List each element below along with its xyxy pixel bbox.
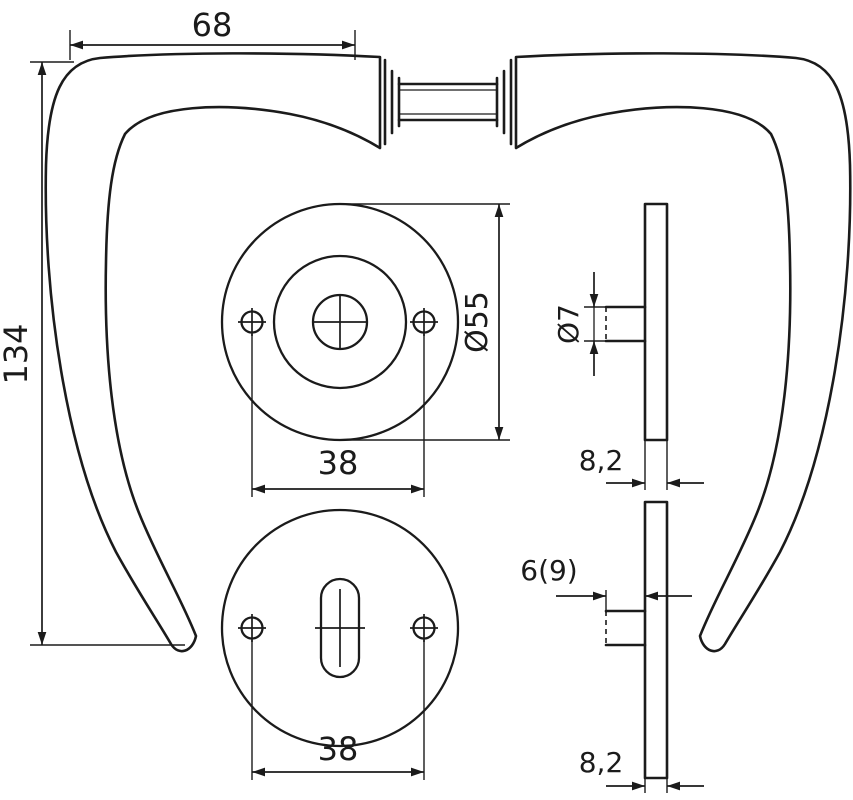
dim-label-screw-spacing-lower: 38 [318, 730, 359, 768]
dim-label-handle-height: 134 [0, 323, 35, 384]
lower-rosette-outer-circle [220, 508, 460, 748]
dim-label-pin-diameter: Ø7 [552, 304, 585, 344]
handle-left [44, 52, 401, 653]
upper-rosette-plate [643, 202, 669, 442]
upper-rosette-side-view [604, 202, 669, 442]
lower-rosette-plate [643, 500, 669, 780]
dim-label-rosette-thickness-lower: 8,2 [579, 746, 624, 779]
dim-label-rosette-diameter: Ø55 [460, 291, 495, 353]
dim-handle-width: 68 [69, 6, 356, 60]
dim-label-screw-spacing-upper: 38 [318, 444, 359, 482]
lower-rosette-side-view [604, 500, 669, 780]
dim-label-pin-length: 6(9) [520, 554, 577, 587]
dim-rosette-thickness-upper: 8,2 [579, 440, 704, 490]
dim-rosette-diameter: Ø55 [346, 203, 510, 441]
dim-rosette-thickness-lower: 8,2 [579, 746, 704, 793]
upper-rosette-spindle-hole [311, 293, 369, 351]
dim-handle-height: 134 [0, 61, 185, 646]
upper-rosette-outer-circle [220, 202, 460, 442]
dim-screw-spacing-lower: 38 [251, 640, 425, 780]
upper-rosette [220, 202, 460, 442]
dim-pin-length: 6(9) [520, 554, 692, 613]
handle-left-shape [44, 52, 401, 653]
dim-pin-diameter: Ø7 [552, 272, 608, 376]
spindle [397, 82, 499, 122]
dim-label-rosette-thickness-upper: 8,2 [579, 444, 624, 477]
upper-rosette-middle-circle [272, 254, 408, 390]
lower-rosette [220, 508, 460, 748]
dim-label-handle-width: 68 [192, 6, 233, 44]
dim-screw-spacing-upper: 38 [251, 334, 425, 497]
